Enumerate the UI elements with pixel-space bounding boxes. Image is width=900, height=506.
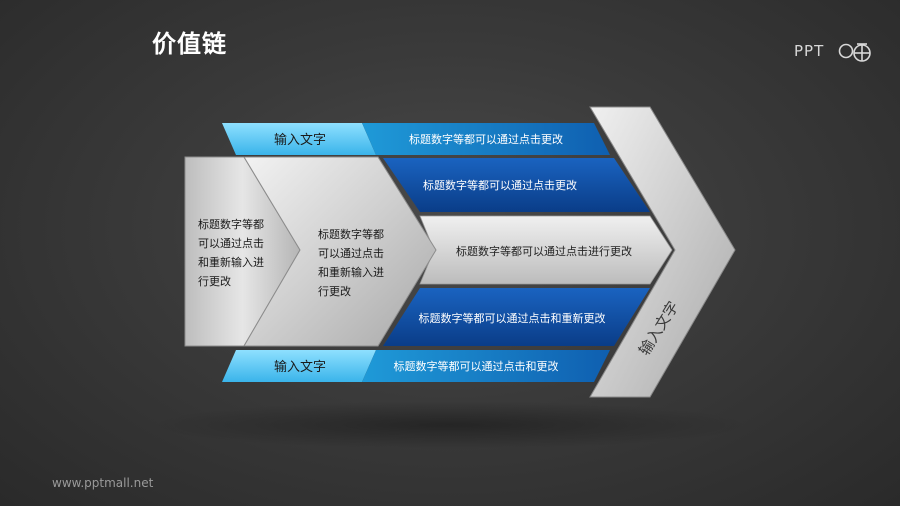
block-2-line-2: 可以通过点击: [318, 247, 384, 260]
big-arrow: [589, 106, 736, 398]
row-2-label: 标题数字等都可以通过点击进行更改: [456, 244, 632, 258]
floor-shadow: [150, 401, 750, 449]
bottom-bar-left-label: 输入文字: [274, 359, 326, 375]
block-1-line-4: 行更改: [198, 274, 231, 288]
block-2-text: 标题数字等都 可以通过点击 和重新输入进 行更改: [318, 227, 384, 298]
block-1-text: 标题数字等都 可以通过点击 和重新输入进 行更改: [198, 217, 264, 288]
block-2-line-4: 行更改: [318, 284, 351, 298]
block-1-line-1: 标题数字等都: [198, 217, 264, 231]
row-3-label: 标题数字等都可以通过点击和重新更改: [419, 311, 606, 325]
bottom-bar-right: [362, 350, 610, 382]
block-1-line-3: 和重新输入进: [198, 255, 264, 269]
top-bar-left-label: 输入文字: [274, 132, 326, 148]
block-1-line-2: 可以通过点击: [198, 237, 264, 250]
block-2-shape: [243, 156, 437, 347]
page-title: 价值链: [152, 30, 227, 58]
svg-text:PPT: PPT: [794, 42, 824, 60]
ppt-logo: PPT: [794, 42, 871, 62]
top-bar-left: [222, 123, 376, 155]
row-1-label: 标题数字等都可以通过点击更改: [423, 178, 577, 192]
bottom-bar-left: [222, 350, 376, 382]
block-2-line-3: 和重新输入进: [318, 265, 384, 279]
row-1-shape: [383, 158, 650, 212]
block-2-line-1: 标题数字等都: [318, 227, 384, 241]
footer-url: www.pptmall.net: [52, 476, 154, 490]
top-bar-right-label: 标题数字等都可以通过点击更改: [409, 132, 563, 146]
row-3-shape: [383, 288, 650, 346]
bottom-bar-right-label: 标题数字等都可以通过点击和更改: [394, 359, 559, 373]
top-bar-right: [362, 123, 610, 155]
